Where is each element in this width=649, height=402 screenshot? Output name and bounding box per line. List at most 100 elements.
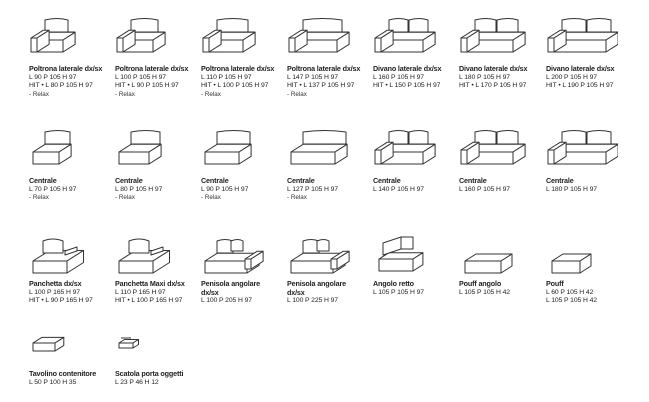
product-name: Scatola porta oggetti xyxy=(115,369,184,378)
product-name: Penisola angolare xyxy=(201,279,260,288)
product-name: Pouff xyxy=(546,279,564,288)
armchair-end-icon xyxy=(29,14,115,64)
relax-option: - Relax xyxy=(287,90,307,98)
dimensions-secondary: HIT • L 90 P 105 H 97 xyxy=(115,82,179,90)
dimensions-standard: L 90 P 105 H 97 xyxy=(29,73,77,81)
relax-option: - Relax xyxy=(29,194,49,202)
dimensions-standard: L 127 P 105 H 97 xyxy=(287,185,338,193)
bench-maxi-icon xyxy=(115,226,201,279)
dimensions-secondary: HIT • L 190 P 105 H 97 xyxy=(546,82,614,90)
product-name: Angolo retto xyxy=(373,279,414,288)
dimensions-standard: L 200 P 105 H 97 xyxy=(546,73,597,81)
dimensions-standard: L 105 P 105 H 97 xyxy=(373,288,424,296)
product-name: Divano laterale dx/sx xyxy=(459,64,528,73)
dimensions-standard: L 100 P 165 H 97 xyxy=(29,288,80,296)
dimensions-standard: L 160 P 105 H 97 xyxy=(373,73,424,81)
dimensions-standard: L 23 P 46 H 12 xyxy=(115,378,159,386)
central-seat-icon xyxy=(201,127,287,176)
product-name: Panchetta dx/sx xyxy=(29,279,82,288)
central-seat-icon xyxy=(29,127,115,176)
product-name: Poltrona laterale dx/sx xyxy=(29,64,103,73)
central-sofa-icon xyxy=(459,127,545,176)
dimensions-standard: L 70 P 105 H 97 xyxy=(29,185,77,193)
dimensions-standard: L 90 P 105 H 97 xyxy=(201,185,249,193)
dimensions-standard: L 50 P 100 H 35 xyxy=(29,378,77,386)
dimensions-secondary: HIT • L 137 P 105 H 97 xyxy=(287,82,355,90)
dimensions-standard: L 100 P 225 H 97 xyxy=(287,297,338,305)
central-seat-icon xyxy=(287,127,373,176)
corner-peninsula-icon xyxy=(287,226,373,279)
product-name: Panchetta Maxi dx/sx xyxy=(115,279,185,288)
product-name: Centrale xyxy=(373,176,401,185)
relax-option: - Relax xyxy=(115,194,135,202)
relax-option: - Relax xyxy=(115,90,135,98)
dimensions-standard: L 180 P 105 H 97 xyxy=(459,73,510,81)
armchair-end-icon xyxy=(287,14,373,64)
dimensions-standard: L 80 P 105 H 97 xyxy=(115,185,163,193)
dimensions-standard: L 110 P 105 H 97 xyxy=(201,73,252,81)
product-name: Centrale xyxy=(546,176,574,185)
bench-icon xyxy=(29,226,115,279)
product-name: Poltrona laterale dx/sx xyxy=(115,64,189,73)
relax-option: - Relax xyxy=(29,90,49,98)
armchair-end-icon xyxy=(115,14,201,64)
dimensions-secondary: HIT • L 80 P 105 H 97 xyxy=(29,82,93,90)
dimensions-standard: L 180 P 105 H 97 xyxy=(546,185,597,193)
right-corner-icon xyxy=(373,226,459,279)
central-sofa-icon xyxy=(546,127,632,176)
storage-box-icon xyxy=(115,334,201,369)
dimensions-secondary: HIT • L 170 P 105 H 97 xyxy=(459,82,527,90)
dimensions-secondary: HIT • L 100 P 165 H 97 xyxy=(115,297,183,305)
product-name: Centrale xyxy=(459,176,487,185)
storage-table-icon xyxy=(29,334,115,369)
dimensions-secondary: HIT • L 150 P 105 H 97 xyxy=(373,82,441,90)
product-name-suffix: dx/sx xyxy=(287,287,305,297)
product-name: Centrale xyxy=(201,176,229,185)
product-name: Divano laterale dx/sx xyxy=(373,64,442,73)
dimensions-standard: L 60 P 105 H 42 xyxy=(546,288,594,296)
product-name: Pouff angolo xyxy=(459,279,502,288)
armchair-end-icon xyxy=(201,14,287,64)
corner-pouf-icon xyxy=(459,226,545,279)
corner-peninsula-icon xyxy=(201,226,287,279)
central-seat-icon xyxy=(115,127,201,176)
relax-option: - Relax xyxy=(287,194,307,202)
relax-option: - Relax xyxy=(201,194,221,202)
dimensions-secondary: L 105 P 105 H 42 xyxy=(546,297,597,305)
product-name: Centrale xyxy=(115,176,143,185)
product-name: Poltrona laterale dx/sx xyxy=(201,64,275,73)
dimensions-secondary: HIT • L 100 P 105 H 97 xyxy=(201,82,269,90)
sofa-end-icon xyxy=(546,14,632,64)
product-name: Penisola angolare xyxy=(287,279,346,288)
product-name: Poltrona laterale dx/sx xyxy=(287,64,361,73)
dimensions-standard: L 160 P 105 H 97 xyxy=(459,185,510,193)
sofa-end-icon xyxy=(459,14,545,64)
dimensions-secondary: HIT • L 90 P 165 H 97 xyxy=(29,297,93,305)
sofa-end-icon xyxy=(373,14,459,64)
dimensions-standard: L 147 P 105 H 97 xyxy=(287,73,338,81)
pouf-icon xyxy=(546,226,632,279)
product-name: Centrale xyxy=(287,176,315,185)
dimensions-standard: L 105 P 105 H 42 xyxy=(459,288,510,296)
dimensions-standard: L 100 P 205 H 97 xyxy=(201,297,252,305)
